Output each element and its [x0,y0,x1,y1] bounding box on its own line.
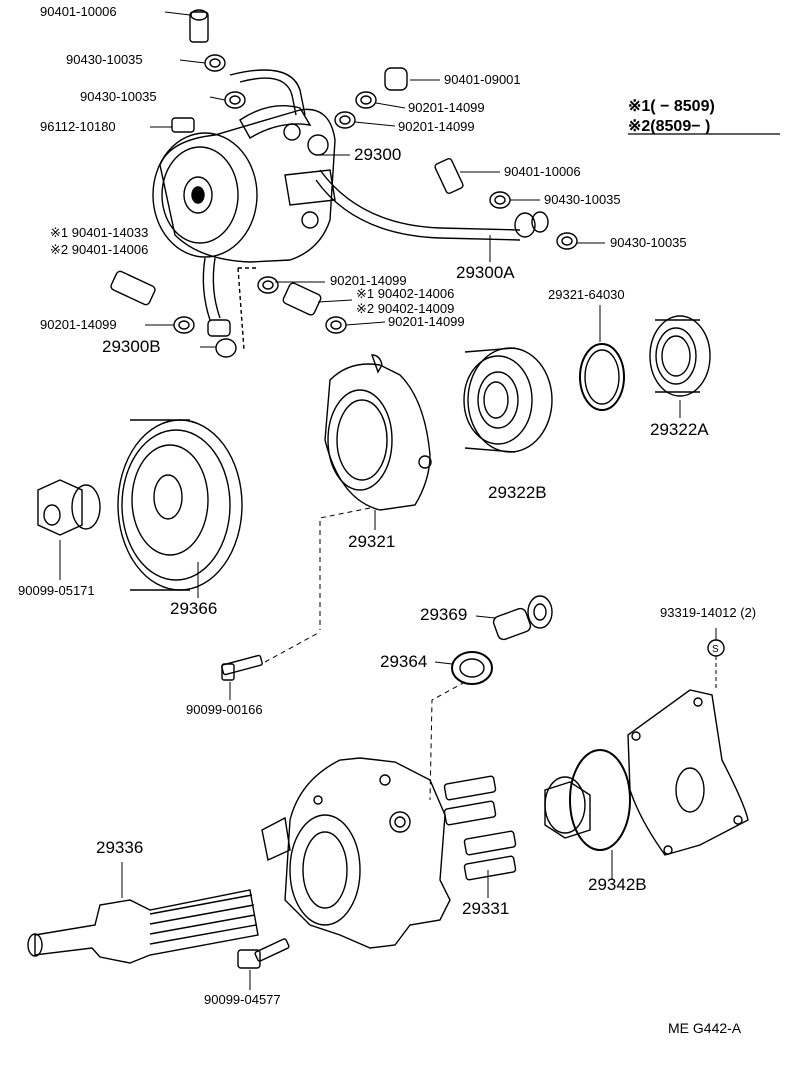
label-29321-64030: 29321-64030 [548,287,625,302]
label-90401-14006: ※2 90401-14006 [50,242,149,257]
label-29336: 29336 [96,838,144,857]
label-90401-09001: 90401-09001 [444,72,521,87]
parts-middle [37,315,711,630]
label-90401-10006-mid: 90401-10006 [504,164,581,179]
label-90099-00166: 90099-00166 [186,702,263,717]
leader-lines-upper [145,11,681,418]
label-29322A: 29322A [650,420,709,439]
label-90401-10006-top: 90401-10006 [40,4,117,19]
label-29300B: 29300B [102,337,161,356]
label-96112-10180: 96112-10180 [40,119,116,134]
label-90201-14099-b: 90201-14099 [398,119,475,134]
diagram-code: ME G442-A [668,1020,742,1036]
label-29366: 29366 [170,599,218,618]
label-29300: 29300 [354,145,402,164]
parts-lower: S [27,595,749,990]
note-line-2: ※2(8509− ) [628,118,711,135]
label-29369: 29369 [420,605,468,624]
label-90099-04577: 90099-04577 [204,992,281,1007]
label-90430-10035-d: 90430-10035 [610,235,687,250]
svg-text:S: S [712,644,719,655]
label-29364: 29364 [380,652,428,671]
pump-assembly-drawing [152,69,549,358]
label-90402-14006: ※1 90402-14006 [356,286,455,301]
label-29322B: 29322B [488,483,547,502]
label-93319-14012: 93319-14012 (2) [660,605,757,620]
label-90099-05171: 90099-05171 [18,583,95,598]
label-90201-14099-c: 90201-14099 [330,273,407,288]
label-90402-14009: ※2 90402-14009 [356,301,455,316]
label-29331: 29331 [462,899,510,918]
label-29342B: 29342B [588,875,647,894]
label-90201-14099-d: 90201-14099 [388,314,465,329]
label-90401-14033: ※1 90401-14033 [50,225,149,240]
label-90430-10035-c: 90430-10035 [544,192,621,207]
label-90430-10035-a: 90430-10035 [66,52,143,67]
label-90430-10035-b: 90430-10035 [80,89,157,104]
label-29300A: 29300A [456,263,515,282]
label-90201-14099-a: 90201-14099 [408,100,485,115]
label-90201-14099-e: 90201-14099 [40,317,117,332]
note-line-1: ※1( − 8509) [628,98,715,115]
label-29321: 29321 [348,532,396,551]
